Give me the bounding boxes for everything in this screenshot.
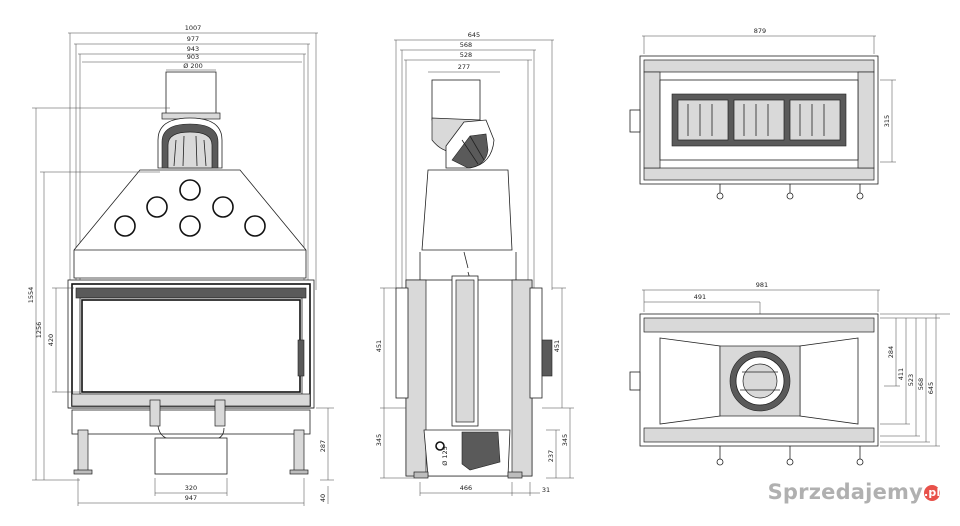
side-dim-237: 237 xyxy=(547,450,555,462)
side-pipe-label: Ø 125 xyxy=(441,446,449,466)
side-dim-right-451: 451 xyxy=(553,340,561,352)
bottom-dim-284: 284 xyxy=(887,346,895,358)
front-dim-420: 420 xyxy=(47,334,55,346)
bottom-view: 981 491 284 411 523 568 xyxy=(629,281,950,466)
side-dim-645: 645 xyxy=(468,31,480,39)
bottom-dim-411: 411 xyxy=(897,368,905,380)
side-dim-31: 31 xyxy=(542,486,550,494)
side-dim-466: 466 xyxy=(460,484,472,492)
sprzedajemy-watermark: Sprzedajemy.pl xyxy=(767,480,941,504)
front-dim-1256: 1256 xyxy=(35,322,43,339)
front-view: 1007 977 943 903 Ø 200 xyxy=(27,24,334,506)
front-dim-943: 943 xyxy=(187,45,199,53)
front-dim-947: 947 xyxy=(185,494,197,502)
side-view: 645 568 528 277 Ø 125 xyxy=(375,31,574,496)
bottom-dim-981: 981 xyxy=(756,281,768,289)
watermark-text: Sprzedajemy xyxy=(767,480,923,504)
front-dim-977: 977 xyxy=(187,35,199,43)
side-dim-right-345: 345 xyxy=(561,434,569,446)
side-dim-568: 568 xyxy=(460,41,472,49)
bottom-dim-568: 568 xyxy=(917,378,925,390)
front-dim-320: 320 xyxy=(185,484,197,492)
top-view: 879 315 xyxy=(629,27,896,200)
front-dim-903: 903 xyxy=(187,53,199,61)
front-dim-40: 40 xyxy=(319,494,327,502)
front-dim-flue-diameter: Ø 200 xyxy=(183,62,203,70)
watermark-badge: .pl xyxy=(924,485,941,501)
bottom-dim-491: 491 xyxy=(694,293,706,301)
side-dim-left-451: 451 xyxy=(375,340,383,352)
bottom-dim-523: 523 xyxy=(907,374,915,386)
side-dim-528: 528 xyxy=(460,51,472,59)
top-dim-879: 879 xyxy=(754,27,766,35)
side-dim-277: 277 xyxy=(458,63,470,71)
front-dim-1007: 1007 xyxy=(185,24,202,32)
front-dim-287: 287 xyxy=(319,440,327,452)
side-dim-left-345: 345 xyxy=(375,434,383,446)
top-dim-315: 315 xyxy=(883,115,891,127)
bottom-dim-645: 645 xyxy=(927,382,935,394)
front-dim-1554: 1554 xyxy=(27,287,35,304)
